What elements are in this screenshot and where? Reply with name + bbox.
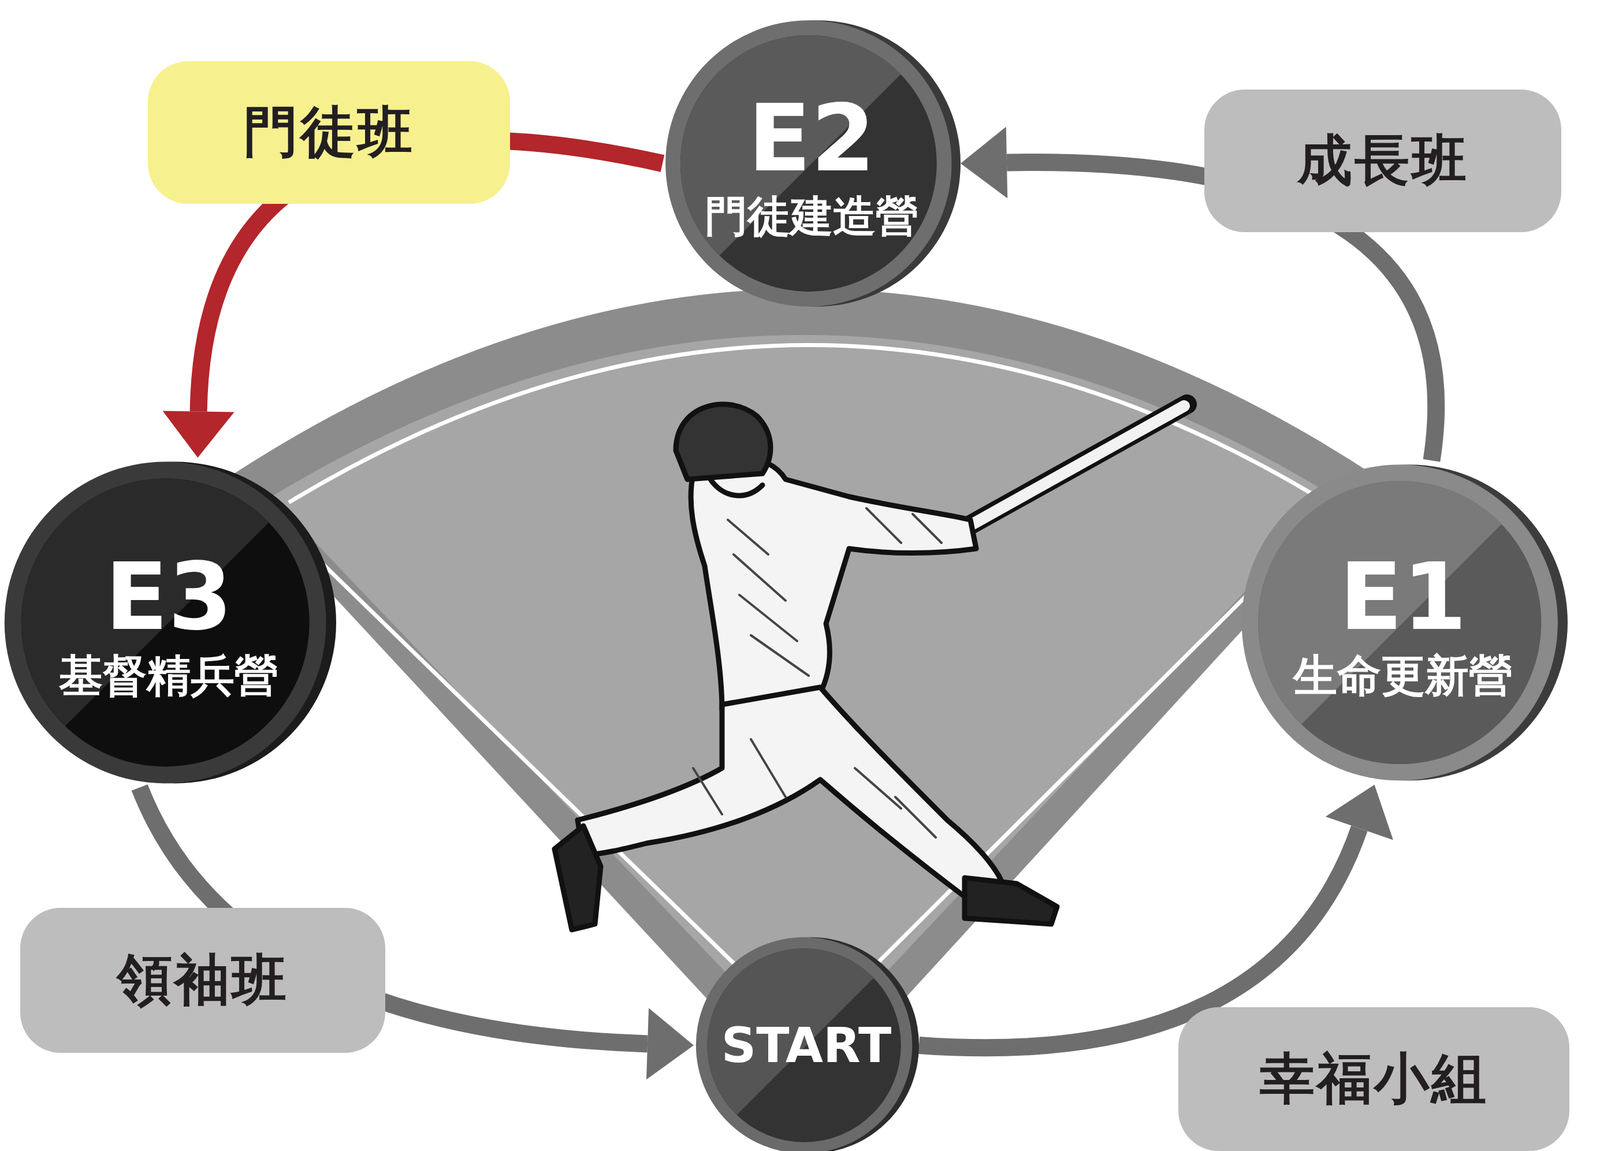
circle-text: E2門徒建造營 [662,14,961,313]
class-pill: 門徒班 [147,61,511,204]
class-name: 成長班 [1297,124,1469,199]
circle-text: START [693,932,919,1151]
pill-text: 門徒班 [147,61,511,204]
arrow-head [960,126,1008,199]
stage-name: 門徒建造營 [704,191,919,241]
class-name: 領袖班 [117,943,289,1018]
stage-code: E1 [1339,544,1468,651]
stage-circle: E1生命更新營 [1238,458,1568,788]
stage-circle: E3基督精兵營 [1,455,337,791]
stage-code: E3 [105,544,233,651]
class-name: 門徒班 [243,95,415,170]
stage-code: E2 [748,85,876,192]
class-pill: 成長班 [1204,89,1562,233]
circle-text: E1生命更新營 [1238,458,1568,788]
batter-figure [554,404,1188,930]
arrow-head [162,410,235,458]
class-pill: 領袖班 [20,908,386,1053]
arrow-head [1325,784,1394,841]
pill-text: 幸福小組 [1178,1007,1570,1151]
class-name: 幸福小組 [1259,1042,1489,1117]
pill-text: 領袖班 [20,908,386,1053]
stage-name: 基督精兵營 [58,650,279,701]
stage-circle: START [693,932,919,1151]
stage-name: START [721,1017,892,1074]
stage-circle: E2門徒建造營 [662,14,961,313]
stage-name: 生命更新營 [1293,650,1513,701]
arrow-head [646,1007,694,1080]
circle-text: E3基督精兵營 [1,455,337,791]
class-pill: 幸福小組 [1178,1007,1570,1151]
pill-text: 成長班 [1204,89,1562,233]
